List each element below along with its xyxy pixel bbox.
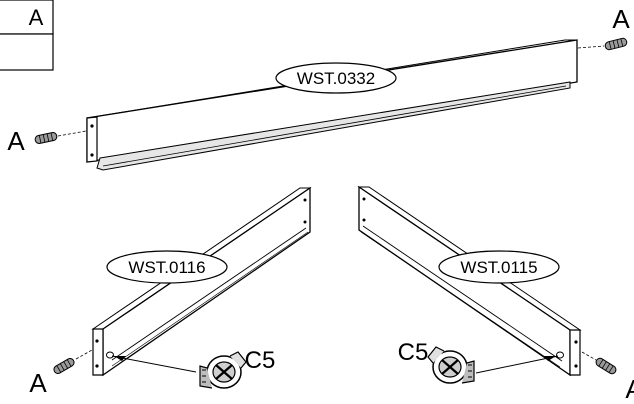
cam-lock-icon — [198, 350, 248, 390]
left-rail — [91, 186, 312, 377]
dowel-hole — [362, 218, 366, 222]
dowel-hole — [574, 340, 578, 344]
dowel-hole — [303, 198, 307, 202]
part-code-top: WST.0332 — [297, 69, 375, 88]
cam-lock-label: C5 — [398, 339, 429, 366]
dowel-guide-line — [577, 45, 605, 49]
cam-lock-icon — [426, 345, 476, 385]
dowel-icon — [51, 356, 77, 376]
dowel-label: A — [29, 368, 47, 398]
part-label-left-rail: WST.0116 — [106, 250, 228, 284]
dowel-hole — [95, 339, 99, 343]
dowel-guide-line — [57, 130, 87, 137]
dowel-icon — [33, 131, 59, 145]
top-rail — [86, 39, 578, 171]
arrow-icon — [114, 356, 126, 361]
legend-cell-top — [0, 0, 54, 35]
cam-guide-line — [111, 355, 197, 373]
dowel-hole — [90, 153, 94, 157]
dowel-icon — [594, 356, 618, 376]
part-code-left: WST.0116 — [128, 258, 205, 277]
cam-guide-line — [475, 355, 559, 374]
dowel-guide-line — [581, 351, 597, 361]
legend-box: A — [0, 0, 54, 71]
legend-label-a: A — [29, 5, 44, 30]
dowel-label: A — [7, 126, 25, 156]
dowel-hole — [362, 197, 366, 201]
dowel-icon — [603, 36, 629, 52]
cam-hole — [556, 351, 564, 359]
part-label-top-rail: WST.0332 — [275, 62, 397, 94]
dowel-hole — [95, 364, 99, 368]
cam-lock-label: C5 — [245, 347, 276, 374]
arrow-icon — [544, 356, 556, 361]
part-label-right-rail: WST.0115 — [438, 250, 560, 284]
cam-hole — [106, 351, 114, 359]
dowel-guide-line — [75, 349, 93, 360]
legend-cell-bottom — [0, 33, 54, 71]
dowel-hole — [303, 220, 307, 224]
dowel-hole — [574, 364, 578, 368]
part-code-right: WST.0115 — [460, 258, 537, 277]
dowel-label: A — [612, 4, 630, 34]
dowel-hole — [90, 124, 94, 128]
dowel-label: A — [625, 374, 634, 404]
